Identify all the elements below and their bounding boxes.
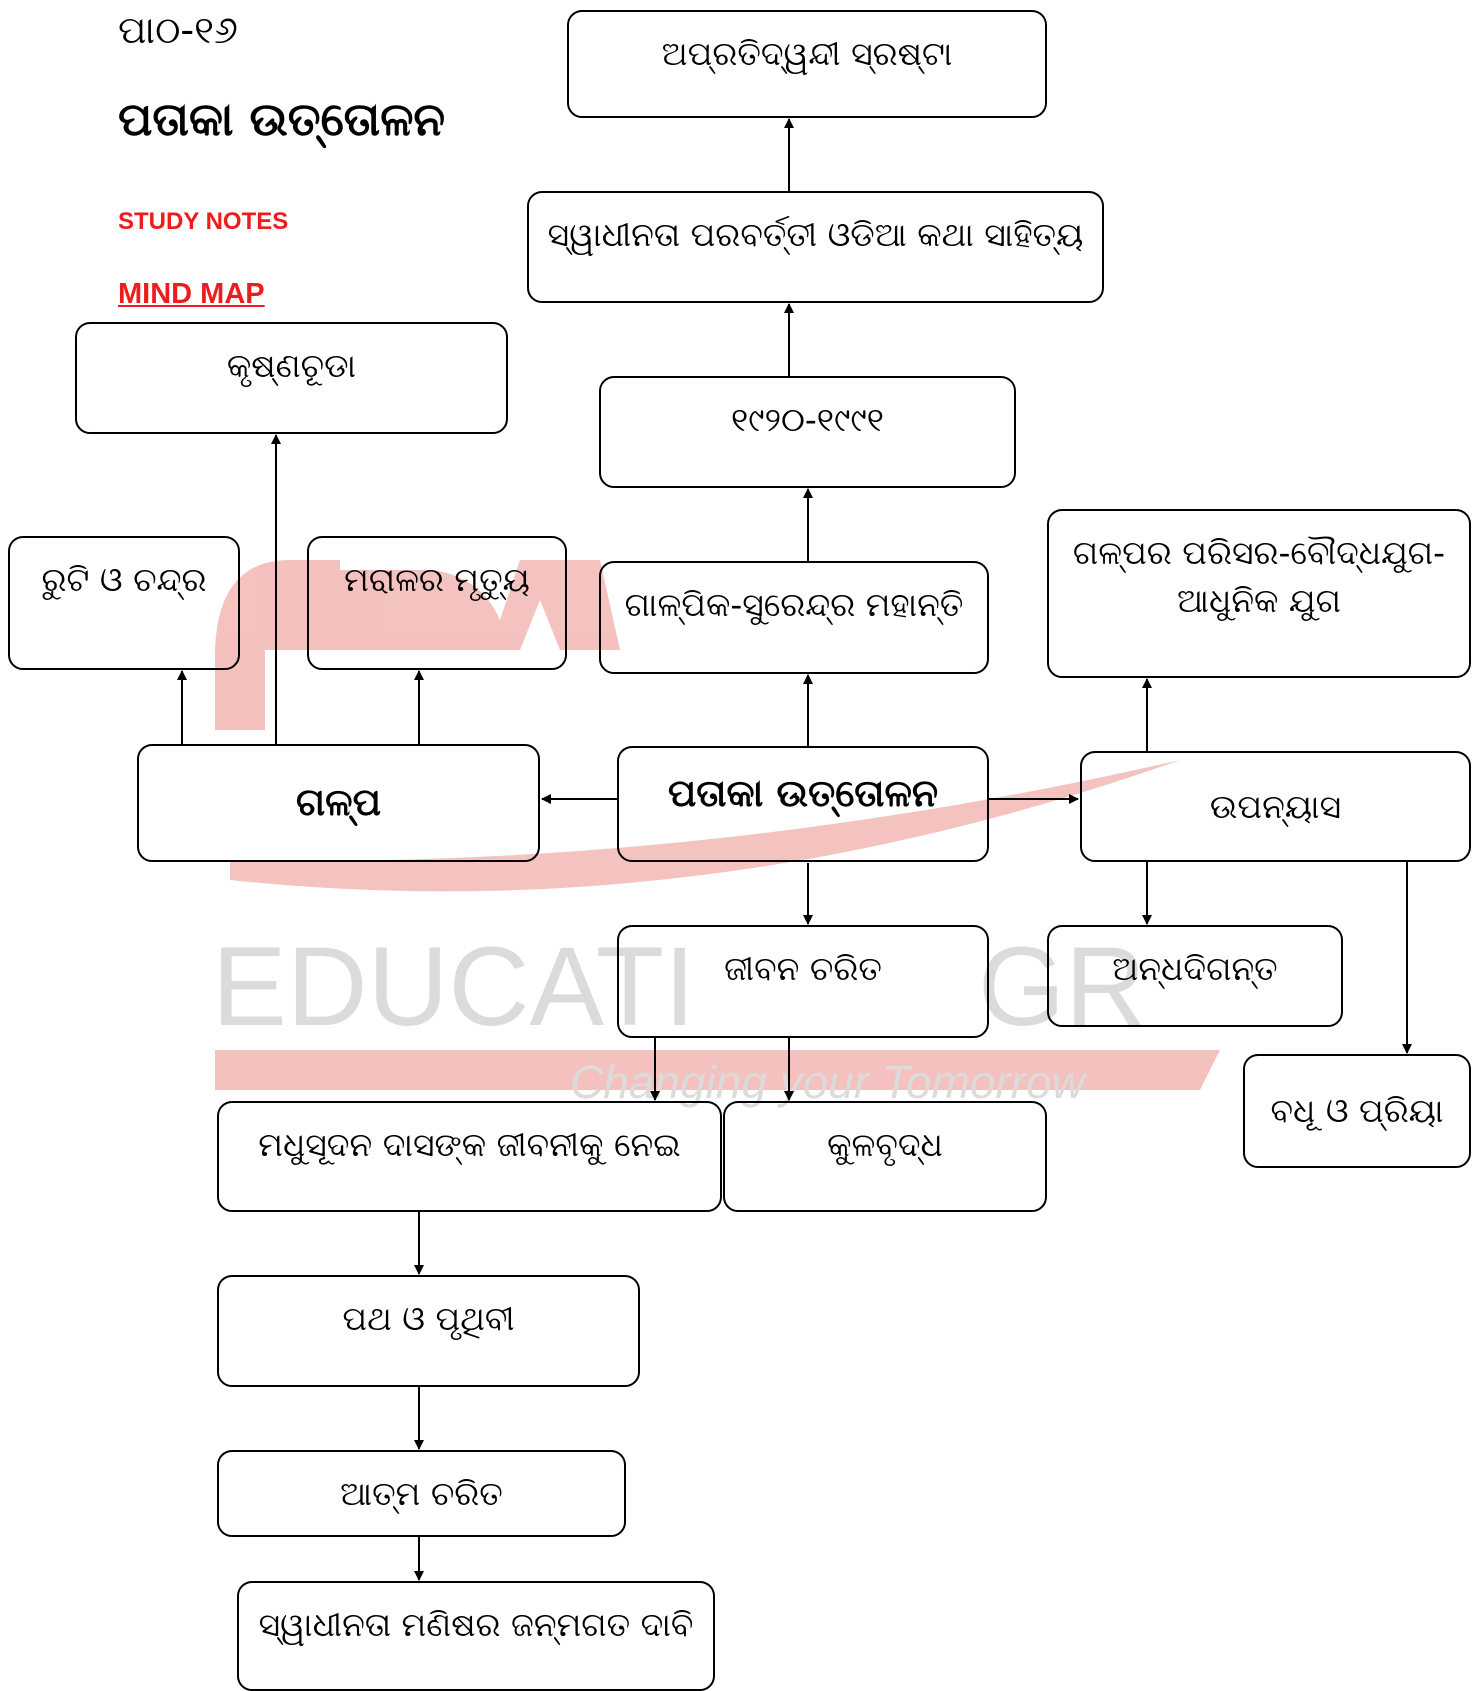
- node-years: ୧୯୨୦-୧୯୯୧: [599, 376, 1016, 488]
- node-label: ଆତ୍ମ ଚରିତ: [340, 1473, 503, 1513]
- node-badhu-o-priya: ବଧୂ ଓ ପ୍ରିୟା: [1243, 1054, 1471, 1168]
- node-jibana-charita: ଜୀବନ ଚରିତ: [617, 925, 989, 1038]
- node-label: ସ୍ୱାଧୀନତା ମଣିଷର ଜନ୍ମଗତ ଦାବି: [258, 1605, 694, 1644]
- node-upanyasa: ଉପନ୍ୟାସ: [1080, 751, 1471, 862]
- node-label: ୧୯୨୦-୧୯୯୧: [730, 400, 885, 439]
- mind-map-label: MIND MAP: [118, 278, 265, 310]
- node-dabi: ସ୍ୱାଧୀନତା ମଣିଷର ଜନ୍ମଗତ ଦାବି: [237, 1581, 715, 1691]
- node-label: ଗାଳ୍ପିକ-ସୁରେନ୍ଦ୍ର ମହାନ୍ତି: [624, 585, 964, 624]
- node-sahitya: ସ୍ୱାଧୀନତା ପରବର୍ତ୍ତୀ ଓଡିଆ କଥା ସାହିତ୍ୟ: [527, 191, 1104, 303]
- study-notes-label: STUDY NOTES: [118, 208, 289, 235]
- node-label: କୃଷ୍ଣଚୂଡା: [226, 346, 357, 385]
- node-krushnachuda: କୃଷ୍ଣଚୂଡା: [75, 322, 508, 434]
- node-label: ପଥ ଓ ପୃଥିବୀ: [342, 1299, 515, 1338]
- node-galpa: ଗଳ୍ପ: [137, 744, 540, 862]
- node-kulabrudha: କୁଳବୃଦ୍ଧ: [723, 1101, 1047, 1212]
- node-andhadiganta: ଅନ୍ଧଦିଗନ୍ତ: [1047, 925, 1343, 1027]
- node-center-pataka-uttolana: ପତାକା ଉତ୍ତୋଳନ: [617, 746, 989, 862]
- node-madhusudan: ମଧୁସୂଦନ ଦାସଙ୍କ ଜୀବନୀକୁ ନେଇ: [217, 1101, 722, 1212]
- page-title: ପତାକା ଉତ୍ତୋଳନ: [118, 92, 446, 146]
- node-label: ମରାଳର ମୃତ୍ୟୁ: [344, 560, 530, 599]
- node-label: ଉପନ୍ୟାସ: [1209, 786, 1342, 826]
- node-patha-o-pruthibi: ପଥ ଓ ପୃଥିବୀ: [217, 1275, 640, 1387]
- node-label: ଗଳ୍ପ: [295, 780, 382, 825]
- node-parisara: ଗଳ୍ପର ପରିସର-ବୌଦ୍ଧଯୁଗ- ଆଧୁନିକ ଯୁଗ: [1047, 509, 1471, 678]
- node-label: ମଧୁସୂଦନ ଦାସଙ୍କ ଜୀବନୀକୁ ନେଇ: [258, 1125, 681, 1164]
- node-ruti-o-chandra: ରୁଟି ଓ ଚନ୍ଦ୍ର: [8, 536, 240, 670]
- node-galpika: ଗାଳ୍ପିକ-ସୁରେନ୍ଦ୍ର ମହାନ୍ତି: [599, 561, 989, 674]
- lesson-number: ପାଠ-୧୬: [118, 8, 238, 52]
- node-label: ବଧୂ ଓ ପ୍ରିୟା: [1270, 1091, 1444, 1131]
- node-label: ଗଳ୍ପର ପରିସର-ବୌଦ୍ଧଯୁଗ- ଆଧୁନିକ ଯୁଗ: [1072, 533, 1446, 620]
- node-label: ଜୀବନ ଚରିତ: [724, 949, 882, 988]
- node-atma-charita: ଆତ୍ମ ଚରିତ: [217, 1450, 626, 1537]
- watermark-swoosh: [215, 1050, 1220, 1090]
- node-label: ରୁଟି ଓ ଚନ୍ଦ୍ର: [41, 560, 207, 599]
- node-label: ସ୍ୱାଧୀନତା ପରବର୍ତ୍ତୀ ଓଡିଆ କଥା ସାହିତ୍ୟ: [547, 215, 1084, 254]
- node-label: ଅପ୍ରତିଦ୍ୱନ୍ଦୀ ସ୍ରଷ୍ଟା: [661, 34, 953, 73]
- node-label: କୁଳବୃଦ୍ଧ: [827, 1125, 943, 1164]
- node-label: ଅନ୍ଧଦିଗନ୍ତ: [1112, 949, 1278, 988]
- node-marala: ମରାଳର ମୃତ୍ୟୁ: [307, 536, 567, 670]
- node-label: ପତାକା ଉତ୍ତୋଳନ: [667, 771, 939, 815]
- node-srashta: ଅପ୍ରତିଦ୍ୱନ୍ଦୀ ସ୍ରଷ୍ଟା: [567, 10, 1047, 118]
